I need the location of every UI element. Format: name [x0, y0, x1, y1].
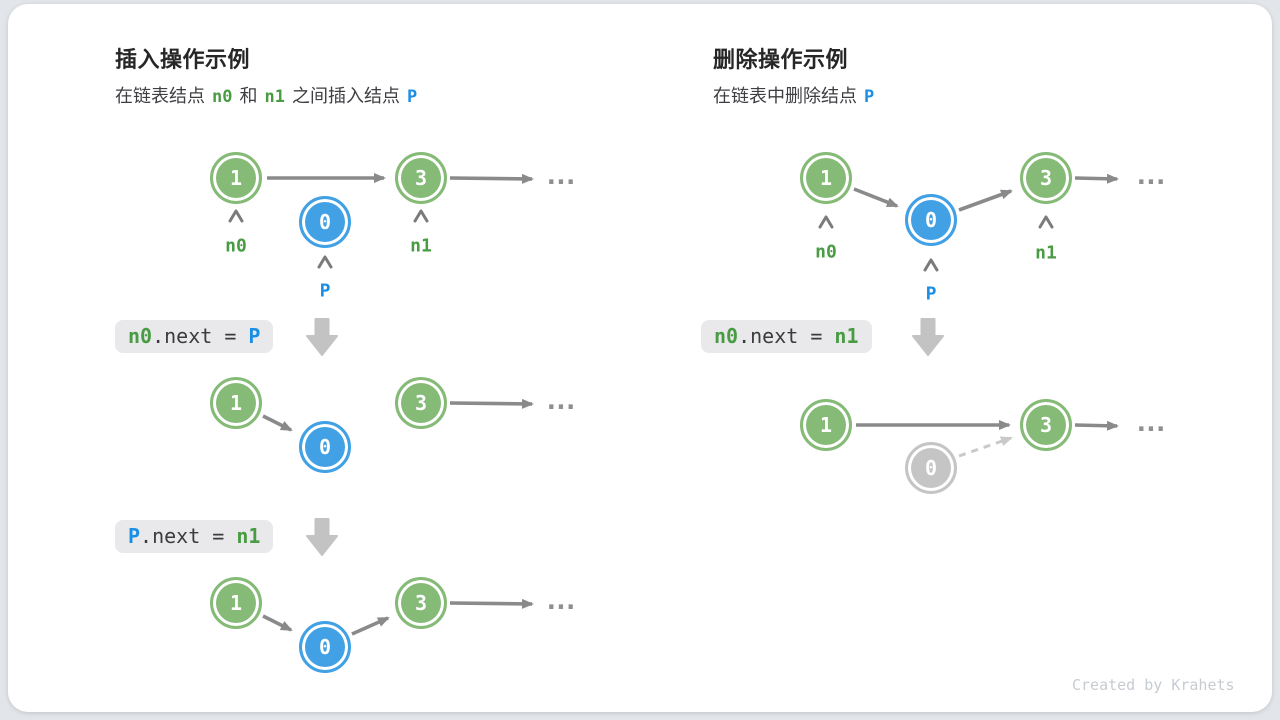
- list-continues-ellipsis: ...: [543, 161, 579, 191]
- delete-panel-title: 删除操作示例: [713, 47, 849, 72]
- subtitle-token-p: P: [406, 87, 418, 107]
- node-p: 0: [299, 621, 351, 673]
- pointer-label-p: P: [319, 280, 331, 302]
- subtitle-text: 和: [239, 86, 258, 106]
- list-continues-ellipsis: ...: [543, 386, 579, 416]
- arrow-delete1-n0-p: [853, 187, 899, 208]
- arrow-delete1-n1-more: [1074, 173, 1119, 184]
- pointer-label-n1: n1: [1035, 242, 1057, 264]
- arrow-delete2-n1-more: [1074, 420, 1119, 431]
- node-n1: 3: [1020, 399, 1072, 451]
- arrow-insert1-n1-more: [449, 173, 534, 184]
- code-lhs: P: [128, 524, 141, 548]
- node-n1: 3: [395, 577, 447, 629]
- down-arrow-insert-step2-icon: [306, 518, 338, 556]
- node-n0: 1: [210, 377, 262, 429]
- node-p: 0: [299, 196, 351, 248]
- code-lhs: n0: [128, 324, 153, 348]
- caret-delete-n0-icon: [818, 215, 834, 229]
- pointer-label-n1: n1: [410, 235, 432, 257]
- node-p-deleted: 0: [905, 442, 957, 494]
- caret-delete-p-icon: [923, 258, 939, 272]
- subtitle-token-n1: n1: [264, 87, 285, 107]
- down-arrow-insert-step1-icon: [306, 318, 338, 356]
- pointer-label-n0: n0: [815, 241, 837, 263]
- insert-panel-subtitle: 在链表结点 n0 和 n1 之间插入结点 P: [115, 82, 424, 108]
- delete-panel-subtitle: 在链表中删除结点 P: [713, 82, 881, 108]
- arrow-insert2-n1-more: [449, 398, 534, 409]
- arrow-insert3-n0-p: [262, 614, 293, 632]
- node-n0: 1: [210, 152, 262, 204]
- code-insert-step2: P.next = n1: [115, 520, 274, 553]
- node-p: 0: [905, 194, 957, 246]
- subtitle-text: 在链表中删除结点: [713, 86, 857, 106]
- node-n0: 1: [800, 152, 852, 204]
- arrow-delete2-p-n1-dashed: [958, 436, 1013, 458]
- down-arrow-delete-step1-icon: [912, 318, 944, 356]
- subtitle-token-n0: n0: [212, 87, 233, 107]
- pointer-label-p: P: [925, 283, 937, 305]
- pointer-label-n0: n0: [225, 235, 247, 257]
- arrow-insert3-p-n1: [351, 616, 390, 636]
- credit-text: Created by Krahets: [1072, 676, 1235, 694]
- code-delete-step1: n0.next = n1: [701, 320, 872, 353]
- arrow-insert3-n1-more: [449, 598, 534, 609]
- list-continues-ellipsis: ...: [1133, 161, 1169, 191]
- caret-insert-n1-icon: [413, 209, 429, 223]
- code-insert-step1: n0.next = P: [115, 320, 274, 353]
- subtitle-text: 在链表结点: [115, 86, 205, 106]
- code-lhs: n0: [714, 324, 739, 348]
- code-op: .next =: [152, 324, 249, 348]
- caret-insert-n0-icon: [228, 209, 244, 223]
- code-rhs: n1: [236, 524, 261, 548]
- node-n0: 1: [800, 399, 852, 451]
- node-p: 0: [299, 421, 351, 473]
- code-rhs: n1: [834, 324, 859, 348]
- insert-panel-title: 插入操作示例: [115, 47, 251, 72]
- caret-insert-p-icon: [317, 255, 333, 269]
- arrow-insert2-n0-p: [262, 414, 293, 432]
- node-n0: 1: [210, 577, 262, 629]
- subtitle-text: 之间插入结点: [291, 86, 400, 106]
- node-n1: 3: [395, 152, 447, 204]
- arrow-delete1-p-n1: [958, 189, 1013, 212]
- list-continues-ellipsis: ...: [1133, 408, 1169, 438]
- node-n1: 3: [395, 377, 447, 429]
- caret-delete-n1-icon: [1038, 215, 1054, 229]
- node-n1: 3: [1020, 152, 1072, 204]
- subtitle-token-p: P: [864, 87, 875, 107]
- code-op: .next =: [738, 324, 835, 348]
- code-op: .next =: [140, 524, 237, 548]
- code-rhs: P: [248, 324, 261, 348]
- list-continues-ellipsis: ...: [543, 586, 579, 616]
